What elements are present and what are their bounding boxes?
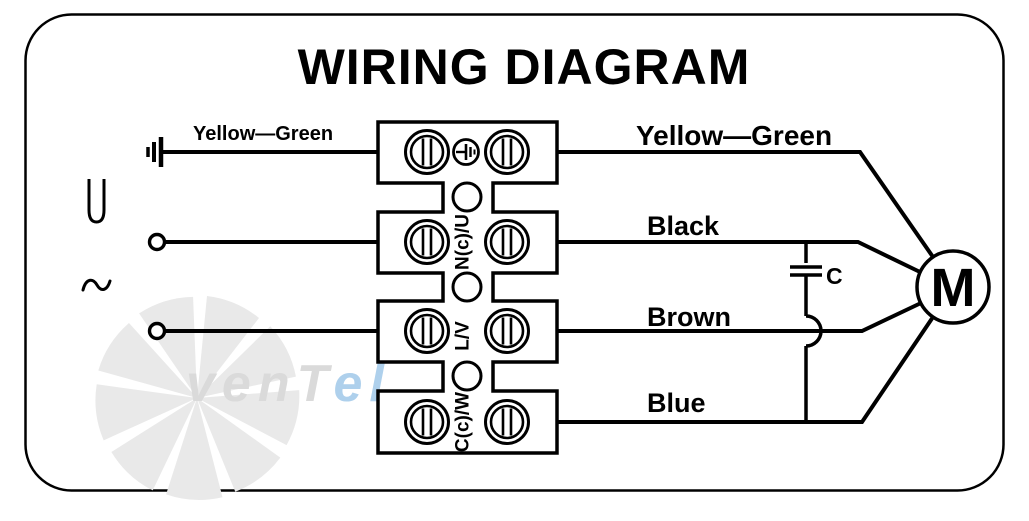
motor-circle [915, 249, 991, 325]
terminal-row-label-l: L/V [453, 321, 474, 351]
block-hole [451, 360, 483, 392]
block-hole [451, 271, 483, 303]
block-hole [451, 181, 483, 213]
screw-terminal-l-right [484, 308, 530, 354]
watermark-text: venTel [186, 355, 391, 413]
label-yellow-green-left: Yellow—Green [193, 123, 333, 145]
wire-blue-right [555, 315, 935, 424]
screw-terminal-ground-right [484, 129, 530, 175]
screw-terminal-n-right [484, 219, 530, 265]
screw-terminal-l-left [404, 308, 450, 354]
label-brown: Brown [647, 302, 731, 332]
ground-mark-icon [452, 138, 480, 166]
input-terminal-black [147, 232, 167, 252]
wire-brown-right [555, 301, 922, 333]
watermark-text-blue: el [333, 355, 390, 413]
screw-terminal-ground-left [404, 129, 450, 175]
label-blue: Blue [647, 388, 706, 418]
screw-terminal-n-left [404, 219, 450, 265]
earth-ground-icon [146, 137, 164, 167]
motor-label: M [931, 258, 976, 318]
page-title: WIRING DIAGRAM [298, 39, 751, 95]
input-terminal-brown [147, 321, 167, 341]
wire-hop-over-brown [805, 314, 823, 348]
watermark-text-gray: venT [186, 355, 333, 413]
wire-yellow-green-right [555, 150, 935, 259]
terminal-row-label-c: C(c)/W [453, 392, 474, 452]
voltage-u-symbol [87, 179, 106, 224]
capacitor-label: C [826, 263, 843, 289]
label-yellow-green-right: Yellow—Green [636, 120, 832, 151]
label-black: Black [647, 211, 720, 241]
watermark-fan-logo: venTel [77, 280, 391, 516]
wire-black-right [555, 240, 921, 274]
screw-terminal-c-right [484, 399, 530, 445]
screw-terminal-c-left [404, 399, 450, 445]
ac-tilde-symbol [81, 278, 112, 292]
terminal-row-label-n: N(c)/U [453, 214, 474, 270]
capacitor-symbol [790, 242, 823, 422]
